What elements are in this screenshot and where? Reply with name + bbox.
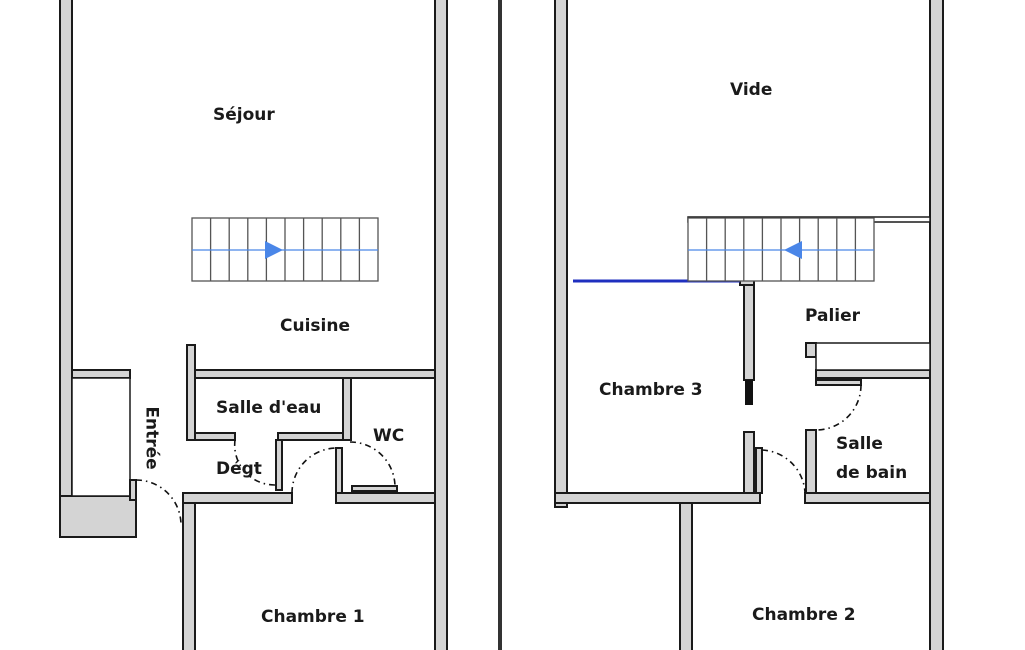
room-label-degt: Dégt — [216, 459, 262, 479]
ground-floor-doors — [135, 439, 396, 526]
upper-floor-stairs — [687, 217, 875, 282]
room-label-chambre-3: Chambre 3 — [599, 380, 703, 400]
room-label-salle-bain-line1: Salle — [836, 434, 883, 454]
room-label-chambre-2: Chambre 2 — [752, 605, 856, 625]
room-label-palier: Palier — [805, 306, 861, 326]
room-label-salle-eau: Salle d'eau — [216, 398, 322, 418]
upper-floor-walls — [554, 0, 944, 650]
room-label-wc: WC — [373, 426, 405, 446]
ground-floor-stairs — [191, 217, 379, 282]
room-label-entree: Entrée — [141, 406, 162, 470]
stair-arrow-left-icon — [784, 241, 802, 259]
room-label-sejour: Séjour — [213, 105, 275, 125]
room-label-chambre-1: Chambre 1 — [261, 607, 365, 627]
room-label-cuisine: Cuisine — [280, 316, 350, 336]
upper-floor-doors — [761, 384, 862, 494]
room-label-salle-bain-line2: de bain — [836, 463, 908, 483]
stair-arrow-right-icon — [265, 241, 283, 259]
ground-floor-walls — [59, 0, 448, 650]
room-label-vide: Vide — [730, 80, 773, 100]
